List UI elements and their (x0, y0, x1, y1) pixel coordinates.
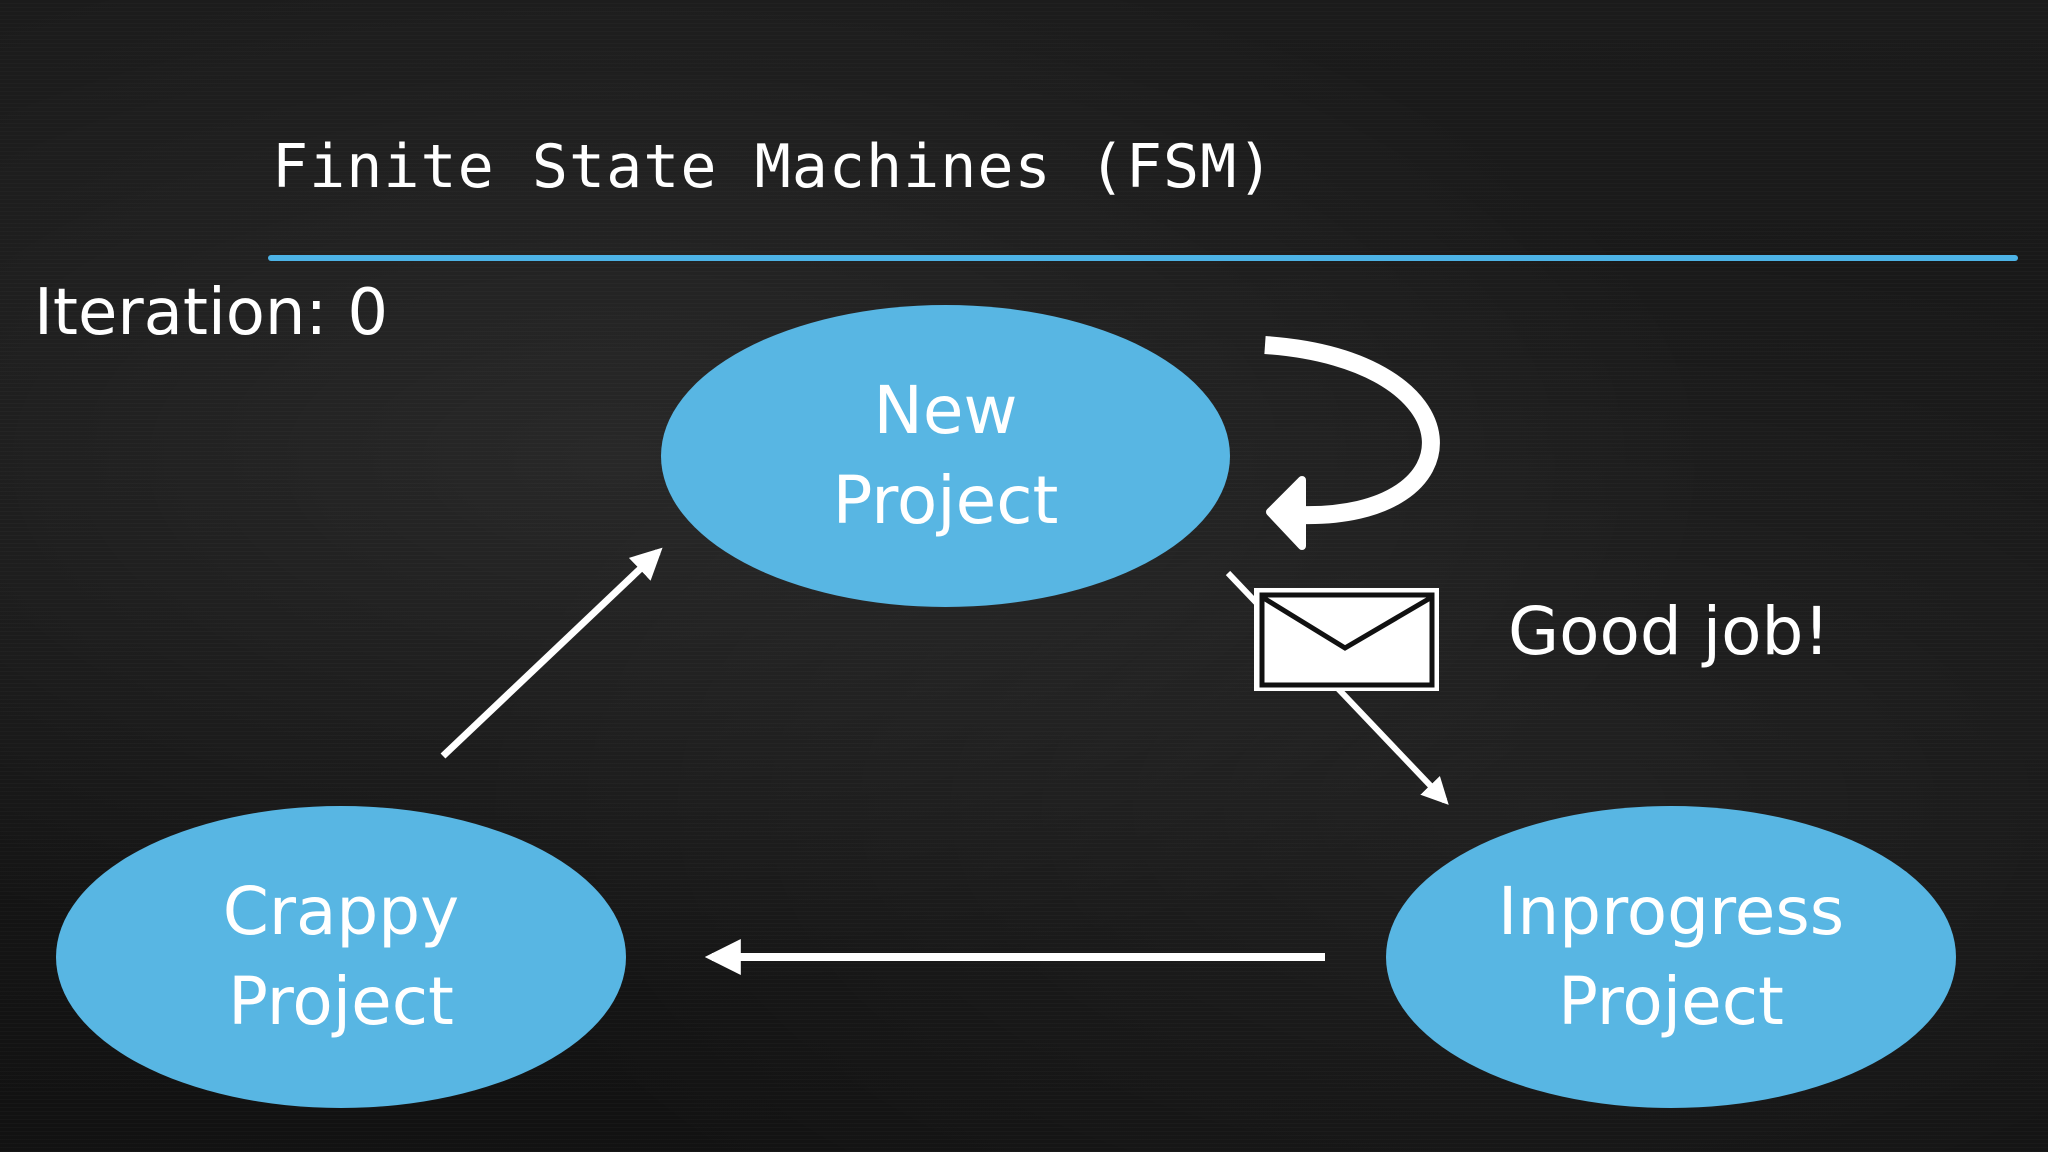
state-label: Crappy Project (222, 873, 460, 1040)
state-crappy-project: Crappy Project (56, 806, 626, 1108)
iteration-counter: Iteration: 0 (34, 276, 389, 350)
self-loop-arrowhead (1266, 476, 1306, 550)
message-label: Good job! (1508, 593, 1830, 670)
slide-title: Finite State Machines (FSM) (272, 132, 1275, 202)
state-label: New Project (832, 372, 1059, 539)
arrow-crappy-to-new (440, 547, 663, 759)
envelope-icon (1254, 588, 1439, 691)
title-divider (268, 255, 2018, 261)
state-inprogress-project: Inprogress Project (1386, 806, 1956, 1108)
state-label: Inprogress Project (1497, 873, 1845, 1040)
state-new-project: New Project (661, 305, 1230, 607)
self-loop-arrow (1264, 336, 1440, 525)
